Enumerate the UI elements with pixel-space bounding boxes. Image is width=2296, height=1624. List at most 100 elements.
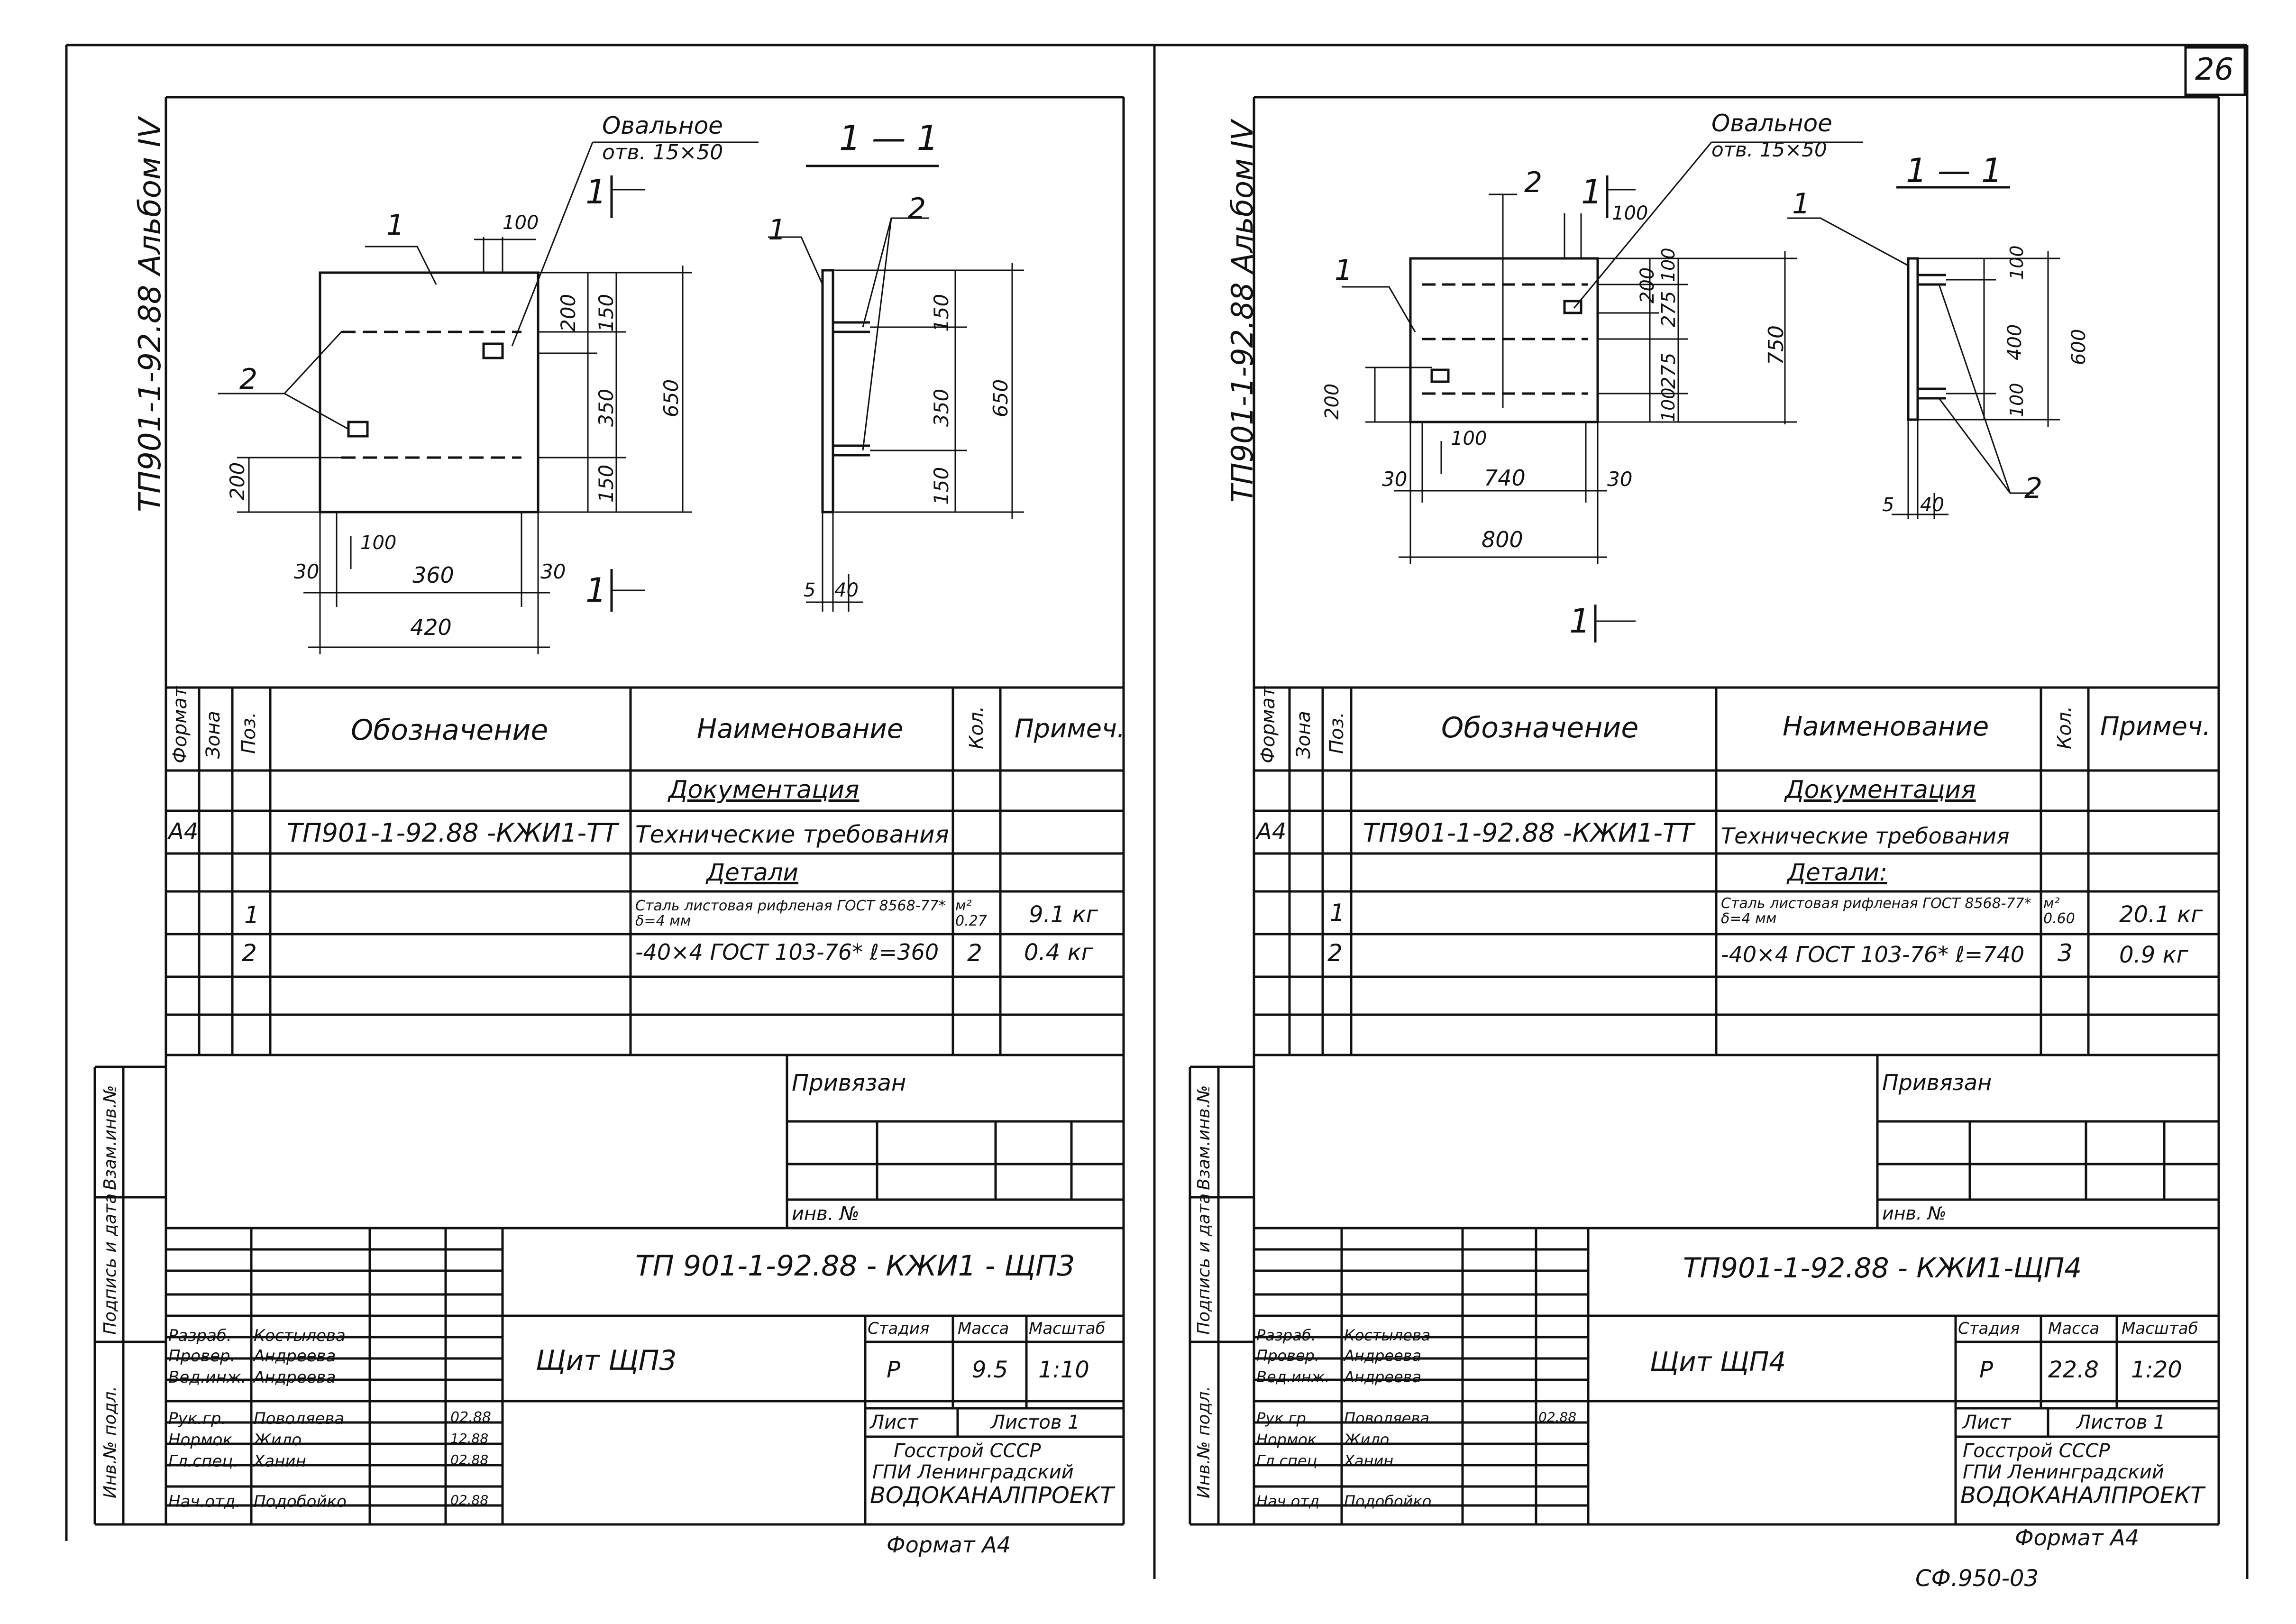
right-name-1: Андреева: [1344, 1347, 1422, 1365]
right-doc-code: ТП901-1-92.88 - КЖИ1-ЩП4: [1683, 1252, 2082, 1284]
right-plan-plate: [1409, 257, 1599, 423]
left-section-dim-150-b: 150: [930, 467, 953, 505]
left-dim-420: 420: [410, 615, 452, 640]
right-spec-row-tt-code: ТП901-1-92.88 -КЖИ1-ТТ: [1363, 818, 1694, 848]
right-section-dim-400: 400: [2004, 324, 2026, 360]
left-dim-200-left: 200: [226, 462, 249, 500]
right-dim-200: 200: [1637, 267, 1658, 303]
right-section-callout-2: 2: [2024, 472, 2043, 505]
left-spec-row1-qty: м² 0.27: [955, 898, 987, 929]
right-role-3: Рук.гр.: [1256, 1409, 1311, 1427]
right-spec-hdr-format: Формат: [1257, 686, 1279, 763]
left-date-5: 02.88: [450, 1452, 489, 1468]
right-org-1: ГПИ Ленинградский: [1963, 1461, 2164, 1483]
right-dim-100-v2: 100: [1658, 387, 1679, 422]
right-section-dim-600: 600: [2068, 329, 2090, 365]
left-role-6: Нач.отд.: [168, 1492, 241, 1511]
right-role-2: Вед.инж.: [1256, 1368, 1330, 1386]
right-mass: 22.8: [2048, 1357, 2099, 1383]
right-stage: Р: [1979, 1357, 1993, 1383]
right-name-6: Подобойко: [1344, 1492, 1432, 1510]
left-section: [821, 269, 870, 514]
left-sheet: Лист: [870, 1412, 918, 1433]
left-spec-row1-name: Сталь листовая рифленая ГОСТ 8568-77* δ=…: [635, 898, 946, 929]
right-section-dim-100-a: 100: [2006, 245, 2027, 280]
left-dim-30-a: 30: [294, 560, 320, 583]
left-date-4: 12.88: [450, 1431, 489, 1446]
right-role-0: Разраб.: [1256, 1326, 1316, 1344]
right-album-label: ТП901-1-92.88 Альбом IV: [1225, 120, 1260, 503]
left-date-3: 02.88: [450, 1409, 491, 1426]
right-spec-hdr-zone: Зона: [1293, 711, 1315, 759]
right-section-callout-1: 1: [1792, 187, 1811, 220]
left-side-label-1: Подпись и дата: [101, 1193, 120, 1335]
left-spec-row2-qty: 2: [967, 939, 982, 967]
left-role-4: Нормок.: [168, 1431, 238, 1450]
left-stamp-bound: Привязан: [792, 1070, 906, 1096]
right-spec-row-docs: Документация: [1785, 776, 1976, 804]
right-spec-row-tt-format: А4: [1256, 818, 1287, 845]
left-section-mark-top: 1: [585, 173, 607, 211]
right-name-4: Жило: [1344, 1431, 1390, 1449]
left-name-3: Поволяева: [254, 1409, 345, 1428]
left-spec-hdr-code: Обозначение: [351, 714, 549, 747]
left-name-5: Ханин: [254, 1452, 306, 1471]
left-date-6: 02.88: [450, 1492, 489, 1508]
left-spec-row2-note: 0.4 кг: [1024, 939, 1093, 966]
right-role-5: Гл.спец.: [1256, 1452, 1322, 1470]
left-dim-200: 200: [557, 294, 580, 332]
right-dim-750: 750: [1764, 325, 1788, 365]
left-dim-650: 650: [659, 379, 683, 417]
right-section-dim-100-b: 100: [2006, 383, 2027, 417]
right-plan-dims: [1342, 141, 2010, 642]
right-side-label-0: Взам.инв.№: [1194, 1085, 1214, 1190]
left-role-2: Вед.инж.: [168, 1368, 247, 1387]
left-spec-hdr-qty: Кол.: [966, 706, 988, 749]
left-side-label-2: Инв.№ подл.: [101, 1386, 120, 1498]
left-org-1: ГПИ Ленинградский: [872, 1461, 1074, 1483]
left-spec-row-tt-format: А4: [168, 818, 199, 845]
right-section: [1907, 257, 1946, 421]
left-drawing-title: Щит ЩП3: [536, 1344, 677, 1376]
left-side-label-0: Взам.инв.№: [101, 1085, 120, 1190]
left-plan-callout-1: 1: [386, 209, 405, 242]
right-spec-hdr-code: Обозначение: [1441, 711, 1639, 744]
left-spec-row1-pos: 1: [244, 901, 259, 929]
right-spec-row1-note: 20.1 кг: [2119, 901, 2203, 928]
left-stage: Р: [887, 1357, 900, 1383]
left-name-1: Андреева: [254, 1347, 336, 1366]
right-role-6: Нач.отд.: [1256, 1492, 1325, 1510]
right-scale-hdr: Масштаб: [2122, 1319, 2198, 1338]
right-section-mark-bottom: 1: [1569, 602, 1591, 641]
right-stamp-bound: Привязан: [1882, 1070, 1992, 1095]
left-dim-30-b: 30: [540, 560, 566, 583]
right-spec-row2-pos: 2: [1327, 939, 1343, 967]
left-section-dims: [768, 217, 1024, 612]
right-dim-275-a: 275: [1658, 291, 1680, 327]
right-sheet: Лист: [1963, 1412, 2011, 1433]
right-drawing-title: Щит ЩП4: [1650, 1347, 1786, 1377]
right-callout-hole: Овальное: [1711, 110, 1832, 137]
right-dim-275-b: 275: [1658, 352, 1680, 389]
right-dim-740: 740: [1484, 465, 1526, 491]
right-spec-row1-pos: 1: [1330, 899, 1345, 927]
right-spec-row1-name: Сталь листовая рифленая ГОСТ 8568-77* δ=…: [1721, 895, 2031, 927]
left-plan-callout-2: 2: [239, 363, 258, 396]
right-stamp-grid: [1189, 1055, 2219, 1524]
right-dim-100-bottom: 100: [1451, 428, 1487, 450]
left-spec-hdr-zone: Зона: [202, 711, 224, 759]
left-spec-row2-pos: 2: [242, 939, 257, 967]
left-format: Формат А4: [887, 1532, 1011, 1558]
left-mass-hdr: Масса: [958, 1319, 1009, 1338]
right-stamp-inv: инв. №: [1882, 1203, 1947, 1224]
left-role-5: Гл.спец.: [168, 1452, 238, 1471]
right-dim-100-top: 100: [1612, 202, 1648, 224]
right-dim-30-a: 30: [1382, 468, 1408, 491]
left-dim-350: 350: [595, 388, 618, 427]
left-section-dim-5: 5: [804, 579, 816, 601]
left-doc-code: ТП 901-1-92.88 - КЖИ1 - ЩП3: [635, 1249, 1075, 1283]
left-stamp-grid: [93, 1055, 1124, 1524]
left-spec-hdr-name: Наименование: [697, 714, 904, 744]
left-callout-hole-size: отв. 15×50: [602, 140, 723, 165]
